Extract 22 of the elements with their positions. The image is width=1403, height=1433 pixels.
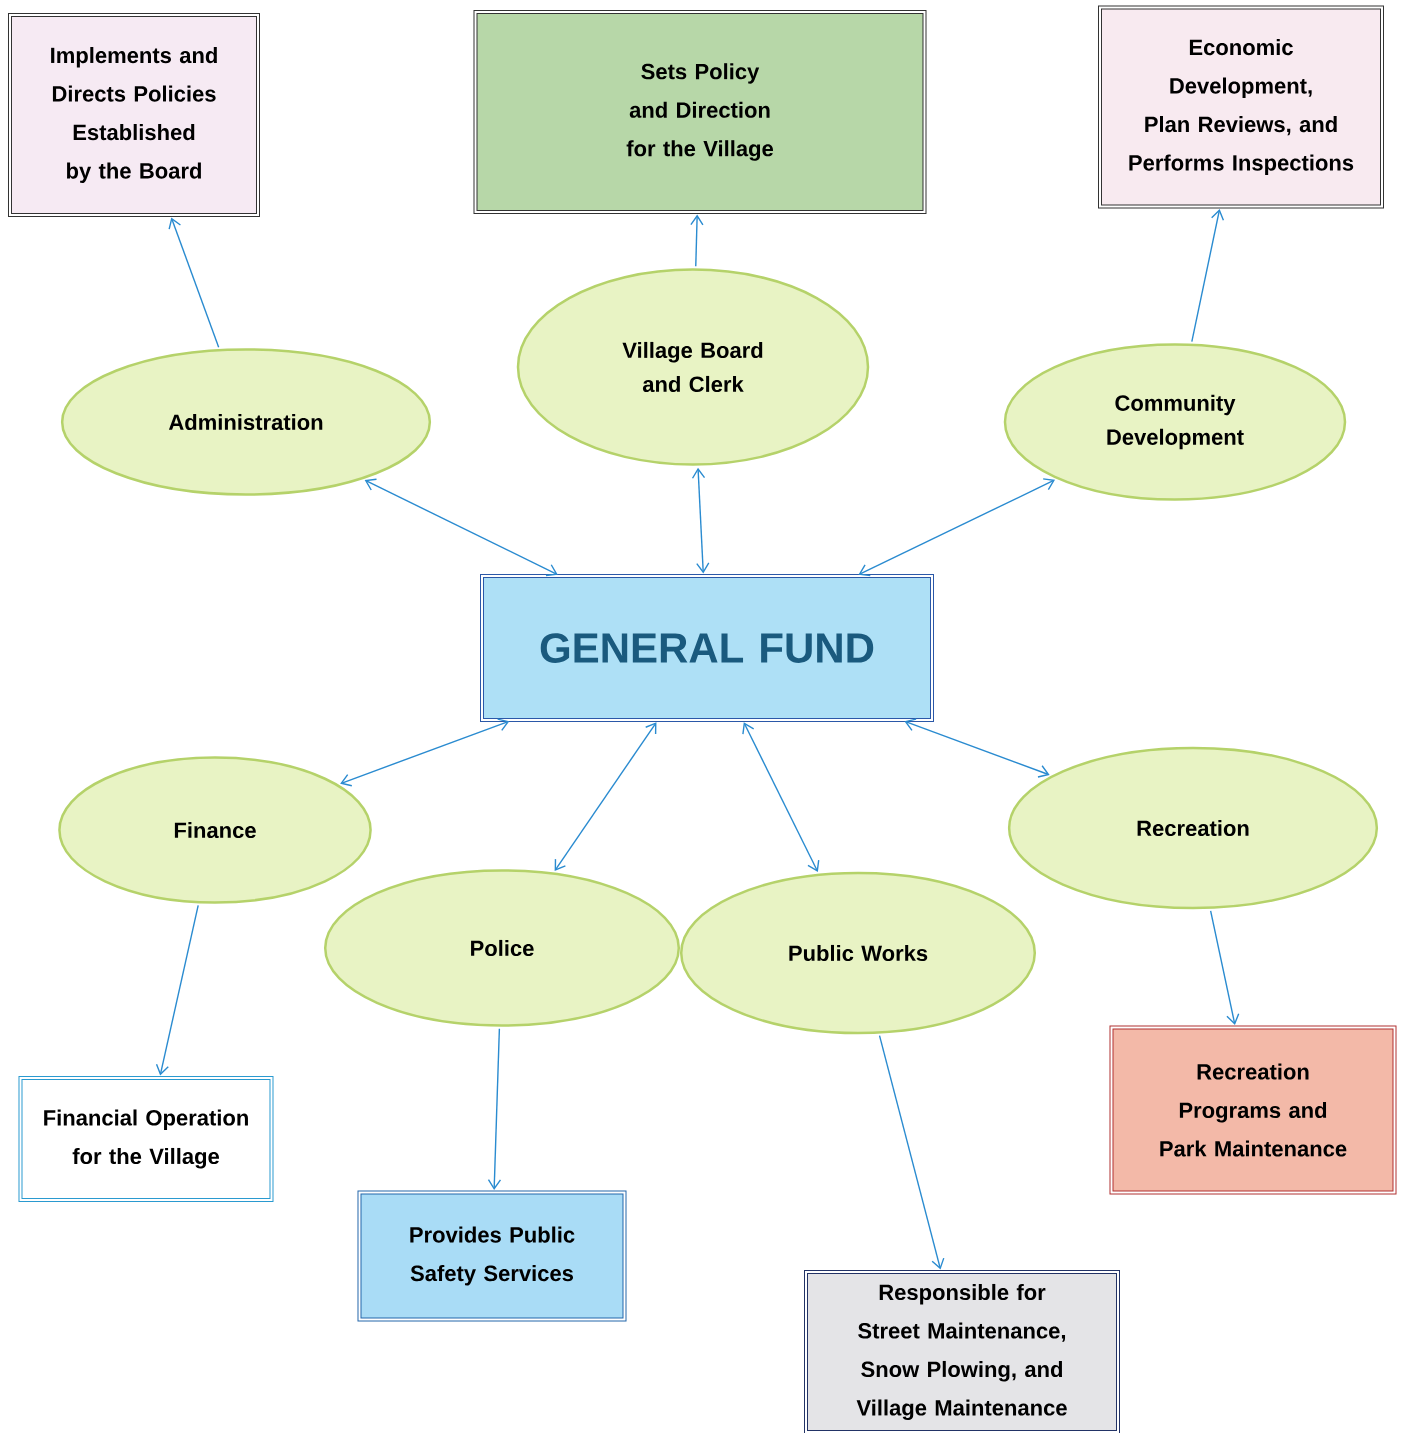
- arrow: [691, 467, 710, 574]
- arrow: [554, 722, 657, 871]
- arrow: [742, 722, 820, 872]
- text-box: Economic Development, Plan Reviews, and Performs Inspections: [1098, 5, 1384, 209]
- arrow: [690, 214, 704, 267]
- arrow: [858, 478, 1055, 577]
- arrow: [155, 904, 199, 1076]
- arrow: [1191, 208, 1225, 343]
- arrow: [340, 718, 510, 787]
- text-box: Sets Policy and Direction for the Village: [473, 10, 927, 214]
- fund-box: GENERAL FUND: [480, 574, 934, 722]
- text-box: Implements and Directs Policies Established by the Board: [8, 13, 260, 217]
- arrow: [1209, 910, 1240, 1026]
- text-box: Financial Operation for the Village: [18, 1076, 274, 1202]
- text-box: Recreation Programs and Park Maintenance: [1109, 1025, 1397, 1195]
- arrow: [904, 718, 1050, 778]
- text-box: Responsible for Street Maintenance, Snow Plowing, and Village Maintenance: [804, 1270, 1120, 1433]
- arrow: [168, 217, 220, 348]
- text-box: Provides Public Safety Services: [357, 1190, 627, 1322]
- arrow: [487, 1028, 502, 1190]
- arrow: [878, 1034, 945, 1270]
- arrow: [364, 478, 558, 577]
